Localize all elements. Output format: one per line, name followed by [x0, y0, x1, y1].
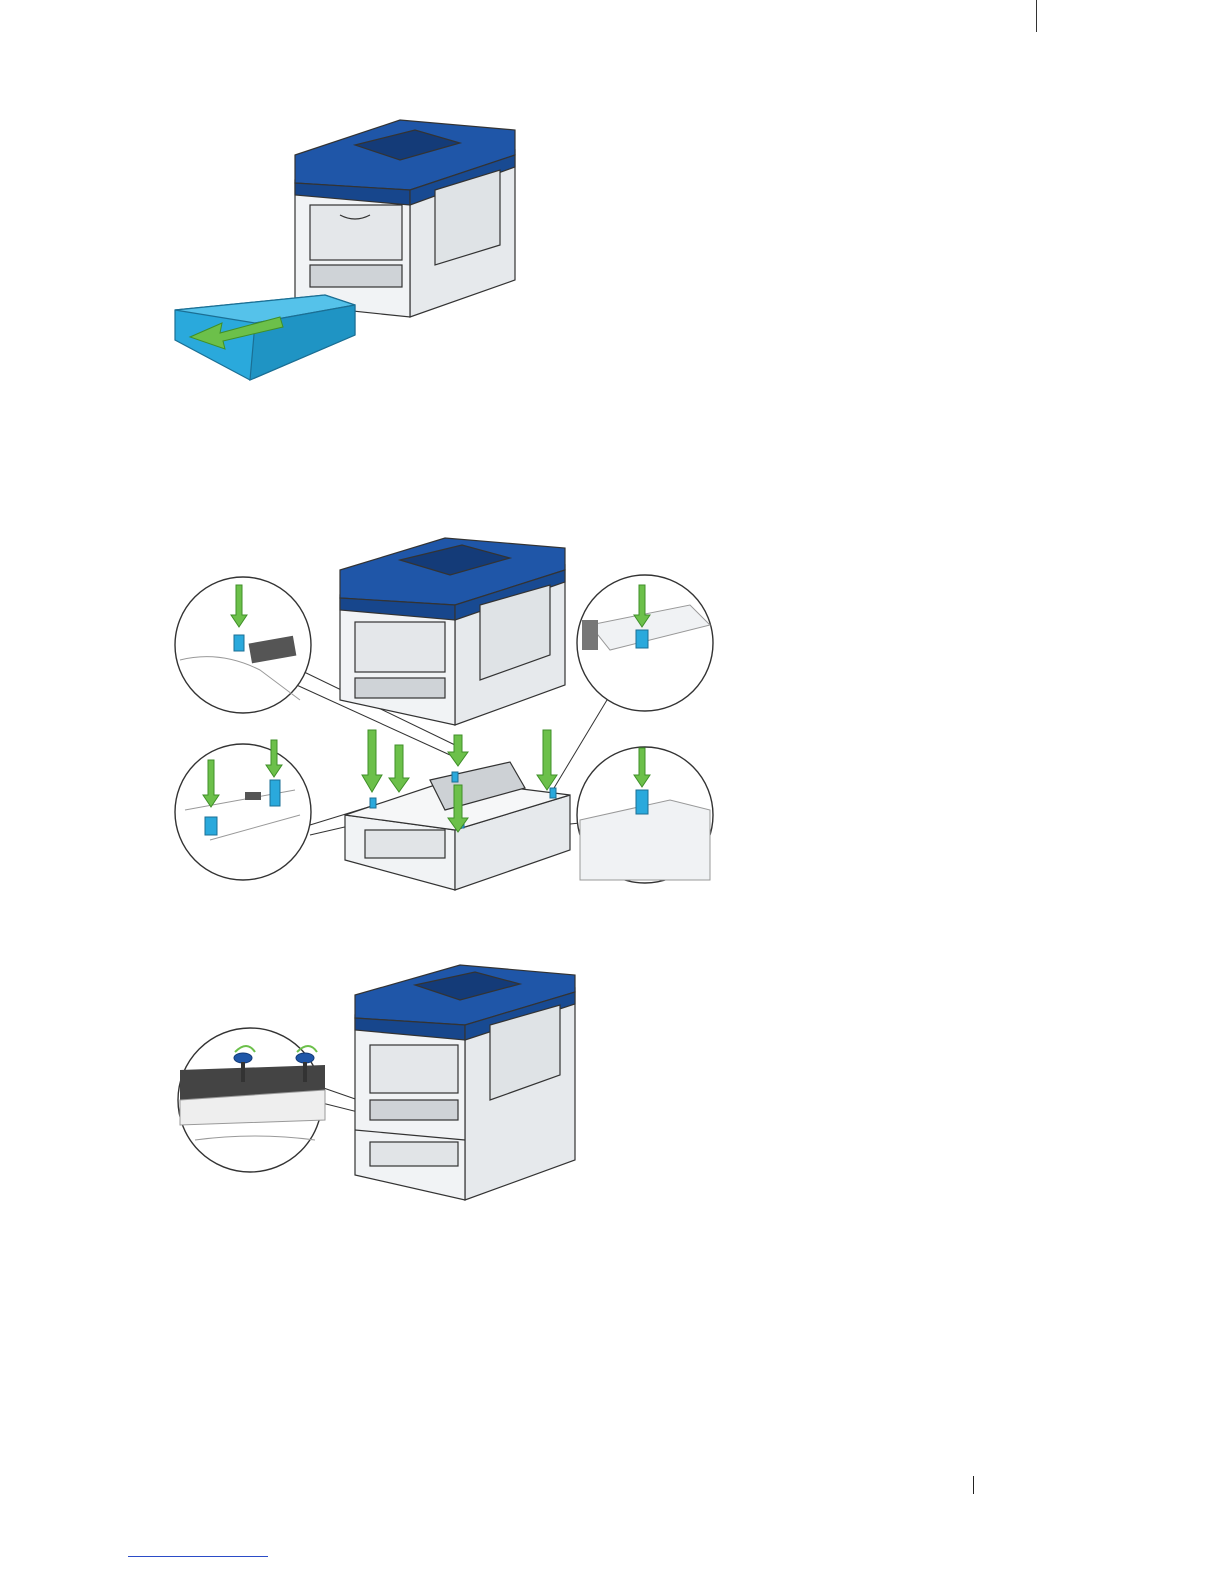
page-number-divider: [973, 1476, 974, 1494]
printer-feeder-alignment-figure: [170, 530, 720, 900]
callout-bottom-left: [175, 740, 311, 880]
callout-top-right: [577, 575, 713, 711]
printer-tray-removal-figure: [160, 95, 530, 385]
crop-mark: [1036, 0, 1037, 32]
printer-icon: [355, 965, 575, 1200]
callout-screws: [178, 1028, 325, 1172]
callout-bottom-right: [577, 747, 713, 883]
printer-icon: [295, 120, 515, 317]
footer-link[interactable]: [128, 1556, 268, 1557]
printer-icon: [340, 538, 565, 725]
callout-top-left: [175, 577, 311, 713]
printer-feeder-screws-figure: [175, 960, 585, 1205]
